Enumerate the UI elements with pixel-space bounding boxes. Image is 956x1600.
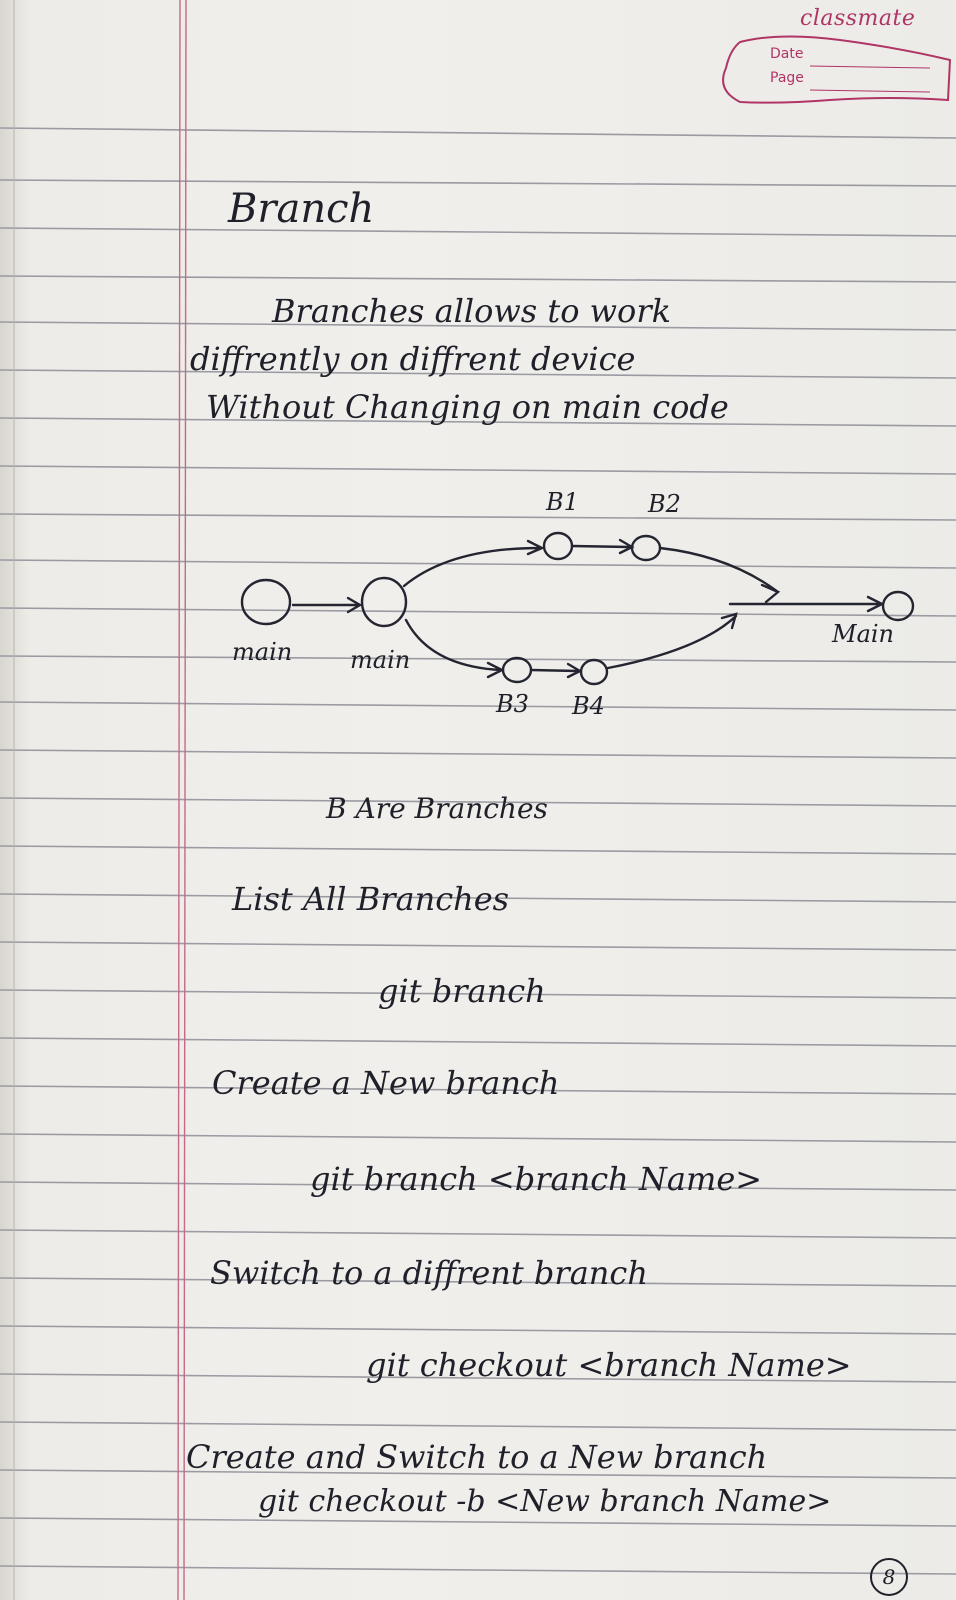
arrow-merge-to-main xyxy=(728,595,885,613)
commit-node-b2 xyxy=(630,534,662,562)
commit-node-main-merge xyxy=(881,590,915,622)
date-label: Date xyxy=(770,46,804,62)
command-git-branch: git branch xyxy=(378,972,546,1010)
section-heading-create: Create a New branch xyxy=(212,1064,560,1102)
commit-node-main-1 xyxy=(240,578,292,626)
arrow-b1-to-b2 xyxy=(570,538,635,555)
arrow-to-b3 xyxy=(404,618,505,679)
page-title: Branch xyxy=(228,186,375,232)
intro-line-1: Branches allows to work xyxy=(272,292,671,330)
commit-node-b3 xyxy=(501,656,533,684)
main-label-1: main xyxy=(232,638,293,666)
commit-node-b1 xyxy=(542,531,574,561)
branch-diagram xyxy=(240,531,915,686)
arrow-to-b1 xyxy=(402,539,545,588)
section-heading-switch: Switch to a diffrent branch xyxy=(210,1254,648,1292)
page-label: Page xyxy=(770,70,804,86)
branch-label-b2: B2 xyxy=(648,490,681,518)
branches-note: B Are Branches xyxy=(326,792,548,825)
intro-line-3: Without Changing on main code xyxy=(206,388,729,426)
date-page-box xyxy=(722,35,952,104)
intro-line-2: diffrently on diffrent device xyxy=(190,340,636,378)
page-number: 8 xyxy=(870,1558,908,1596)
main-label-2: main xyxy=(350,646,411,674)
command-git-branch-name: git branch <branch Name> xyxy=(310,1160,763,1198)
brand-logo: classmate xyxy=(800,6,916,31)
branch-label-b4: B4 xyxy=(572,692,605,720)
section-heading-create-switch: Create and Switch to a New branch xyxy=(186,1438,768,1476)
main-label-merge: Main xyxy=(832,620,895,648)
branch-label-b3: B3 xyxy=(496,690,529,718)
arrow-b2-to-main xyxy=(658,546,781,604)
branch-label-b1: B1 xyxy=(546,488,579,516)
command-git-checkout: git checkout <branch Name> xyxy=(366,1346,852,1384)
commit-node-main-2 xyxy=(360,576,408,628)
arrow-b3-to-b4 xyxy=(529,662,583,679)
command-git-checkout-b: git checkout -b <New branch Name> xyxy=(258,1484,832,1519)
commit-node-b4 xyxy=(579,658,609,686)
section-heading-list: List All Branches xyxy=(232,880,510,918)
arrow-b4-to-main xyxy=(606,612,738,670)
arrow-main-to-main xyxy=(291,596,363,614)
